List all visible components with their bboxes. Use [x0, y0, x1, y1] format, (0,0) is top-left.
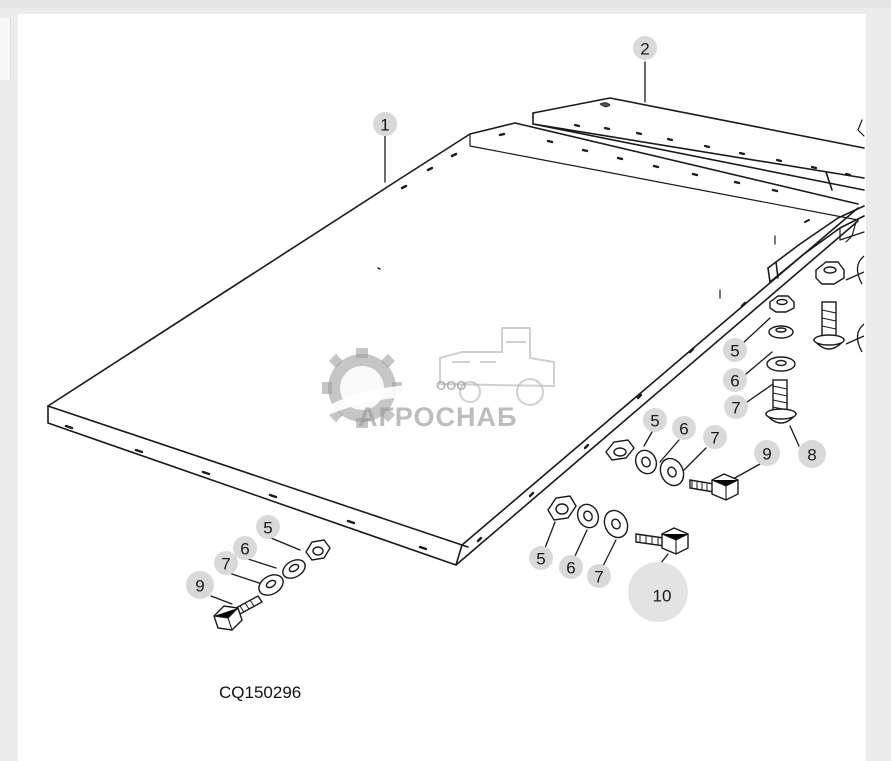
- watermark-company-type: ООО: [436, 378, 466, 393]
- callout-7b: 7: [703, 425, 727, 449]
- figure-code: CQ150296: [219, 683, 301, 702]
- floor-plate-part-1: [47, 122, 859, 566]
- svg-text:5: 5: [650, 412, 659, 431]
- callout-6c: 6: [559, 555, 583, 579]
- hardware-set-d: [213, 539, 331, 631]
- callout-6a: 6: [723, 368, 747, 392]
- hex-nut-icon: [768, 295, 796, 313]
- svg-text:6: 6: [730, 372, 739, 391]
- lock-washer-icon: [576, 503, 600, 529]
- svg-text:1: 1: [380, 116, 389, 135]
- svg-text:7: 7: [731, 399, 740, 418]
- svg-text:9: 9: [195, 577, 204, 596]
- hex-nut-icon: [605, 439, 635, 461]
- callout-6d: 6: [233, 536, 257, 560]
- hex-nut-icon: [305, 539, 331, 561]
- lock-washer-icon: [282, 559, 306, 579]
- svg-text:2: 2: [640, 40, 649, 59]
- callout-5d: 5: [256, 515, 280, 539]
- combine-harvester-icon: [439, 327, 555, 406]
- callout-9d: 9: [186, 571, 214, 599]
- callout-1: 1: [373, 112, 397, 136]
- hardware-stack-part-8: [764, 295, 798, 424]
- hex-bolt-icon: [213, 595, 264, 631]
- callout-5a: 5: [723, 338, 747, 362]
- carriage-bolt-icon: [812, 301, 846, 350]
- callouts: 1 2 5 6 7 8 5: [186, 36, 826, 622]
- svg-text:7: 7: [594, 568, 603, 587]
- leader-lines: [210, 61, 800, 605]
- svg-text:8: 8: [807, 446, 816, 465]
- side-bracket: [767, 205, 865, 283]
- svg-text:6: 6: [679, 420, 688, 439]
- top-strip: [0, 0, 891, 8]
- hex-bolt-icon: [635, 527, 689, 555]
- left-panel-edge: [0, 18, 11, 80]
- callout-9b: 9: [754, 440, 780, 466]
- svg-text:5: 5: [536, 550, 545, 569]
- svg-text:7: 7: [710, 429, 719, 448]
- svg-text:10: 10: [653, 587, 672, 606]
- lock-washer-icon: [768, 325, 794, 339]
- watermark-brand: АГРОСНАБ: [358, 402, 517, 432]
- flat-washer-icon: [766, 356, 796, 372]
- carriage-bolt-icon: [764, 379, 798, 424]
- hardware-set-b: [605, 439, 739, 501]
- svg-text:5: 5: [730, 342, 739, 361]
- callout-6b: 6: [672, 416, 696, 440]
- watermark-logo: ООО АГРОСНАБ: [322, 327, 555, 432]
- callout-8: 8: [798, 440, 826, 468]
- flat-washer-icon: [659, 457, 685, 487]
- callout-7a: 7: [724, 395, 748, 419]
- callout-7d: 7: [214, 551, 238, 575]
- svg-text:6: 6: [240, 540, 249, 559]
- svg-text:6: 6: [566, 559, 575, 578]
- callout-5c: 5: [529, 546, 553, 570]
- svg-text:9: 9: [762, 445, 771, 464]
- callout-5b: 5: [643, 408, 667, 432]
- hex-nut-icon: [547, 495, 577, 521]
- callout-7c: 7: [587, 564, 611, 588]
- callout-2: 2: [633, 36, 657, 60]
- svg-text:5: 5: [263, 519, 272, 538]
- svg-text:7: 7: [221, 555, 230, 574]
- edge-hardware: [812, 255, 865, 353]
- hex-bolt-icon: [689, 473, 739, 501]
- hex-nut-icon: [815, 261, 845, 285]
- hardware-set-c: [547, 495, 689, 555]
- rear-panel-part-2: [532, 97, 865, 191]
- lock-washer-icon: [634, 449, 658, 475]
- flat-washer-icon: [603, 509, 629, 539]
- callout-10: 10: [628, 562, 688, 622]
- flat-washer-icon: [258, 574, 284, 596]
